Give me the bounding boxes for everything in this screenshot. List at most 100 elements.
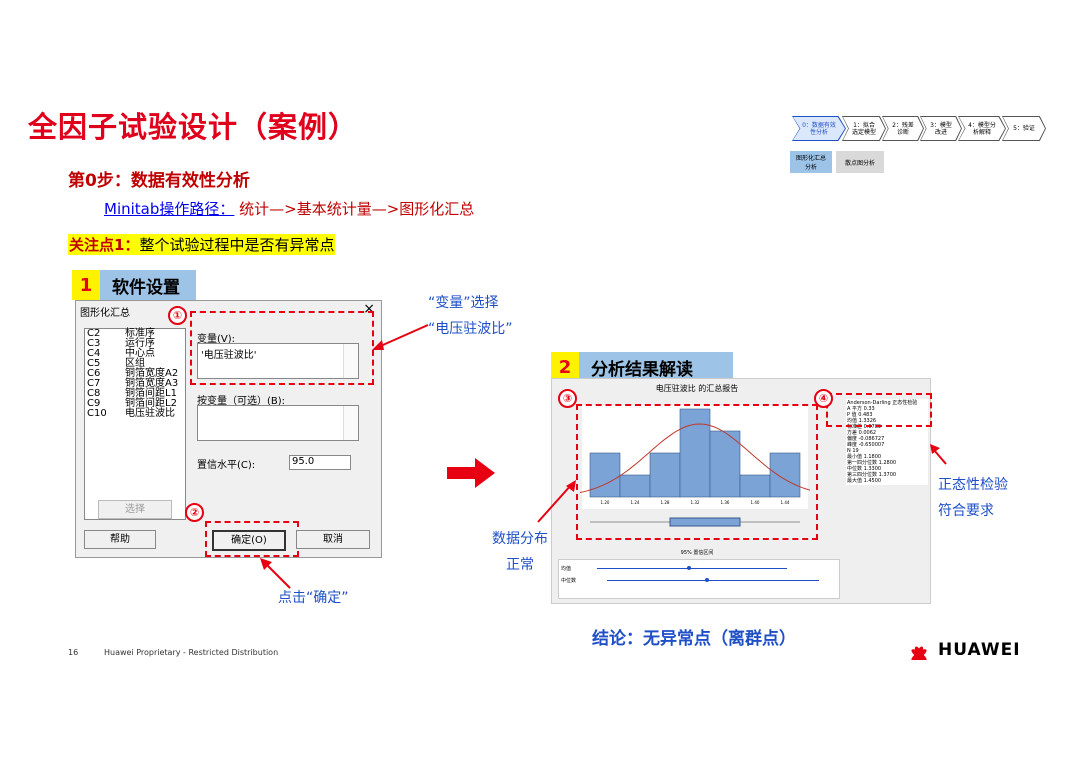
- x-tick-label: 1.36: [721, 500, 730, 505]
- stat-line: N 19: [847, 448, 859, 454]
- ci-title: 95% 置信区间: [680, 550, 714, 556]
- arrow-to-variables: [372, 324, 429, 350]
- flow-sub-step-1: 散点图分析: [836, 151, 884, 173]
- section-1-header: 1 软件设置: [72, 270, 196, 300]
- path-value: 统计—>基本统计量—>图形化汇总: [239, 200, 475, 218]
- stat-line: 峰度 -0.650007: [847, 442, 885, 448]
- right-arrow-icon: [447, 458, 495, 488]
- section-2-label: 分析结果解读: [579, 352, 733, 382]
- step-heading: 第0步：数据有效性分析: [68, 171, 250, 191]
- conclusion: 结论：无异常点（离群点）: [592, 629, 796, 649]
- x-tick-label: 1.40: [751, 500, 760, 505]
- minitab-path: Minitab操作路径： 统计—>基本统计量—>图形化汇总: [104, 198, 474, 219]
- callout-variable-name: “电压驻波比”: [428, 321, 513, 337]
- stat-line: 中位数 1.3300: [847, 466, 882, 472]
- section-1-label: 软件设置: [100, 270, 196, 300]
- variables-field[interactable]: '电压驻波比': [197, 343, 359, 379]
- flow-step-0: 0：数据有效性分析: [792, 116, 846, 141]
- process-flow: 0：数据有效性分析 1：拟合选定模型 2：残差诊断 3：模型改进 4：模型分析解…: [792, 116, 1046, 141]
- confidence-label: 置信水平(C):: [197, 460, 256, 471]
- stat-line: 第三四分位数 1.3700: [847, 472, 897, 478]
- path-label[interactable]: Minitab操作路径：: [104, 200, 235, 218]
- focus-key: 关注点1：: [69, 236, 140, 254]
- histogram-bar: [649, 452, 681, 498]
- select-button[interactable]: 选择: [98, 500, 172, 519]
- footer-text: Huawei Proprietary - Restricted Distribu…: [104, 648, 279, 657]
- section-2-number: 2: [551, 352, 579, 382]
- histogram-bar: [679, 408, 711, 498]
- arrow-to-ok: [260, 558, 291, 589]
- stat-line: 最大值 1.4500: [847, 478, 882, 484]
- x-tick-label: 1.28: [661, 500, 670, 505]
- ci-mean-label: 均值: [561, 566, 572, 572]
- x-tick-label: 1.20: [601, 500, 610, 505]
- section-1-number: 1: [72, 270, 100, 300]
- flow-step-1: 1：拟合选定模型: [842, 116, 886, 141]
- highlight-distribution: [576, 404, 818, 540]
- callout-distribution-2: 正常: [506, 557, 534, 573]
- huawei-flower-icon: [911, 646, 927, 660]
- stats-panel: Anderson-Darling 正态性检验 A 平方 0.33 P 值 0.4…: [846, 399, 928, 485]
- flow-step-4: 4：模型分析解释: [958, 116, 1006, 141]
- stat-line: 第一四分位数 1.2800: [847, 460, 897, 466]
- callout-normality-2: 符合要求: [938, 503, 994, 519]
- stat-line: 偏度 -0.086727: [847, 436, 885, 442]
- histogram-bar: [769, 452, 801, 498]
- scrollbar[interactable]: [343, 406, 358, 440]
- section-2-header: 2 分析结果解读: [551, 352, 733, 382]
- highlight-ok: [205, 521, 299, 557]
- stat-line: 均值 1.3326: [847, 418, 877, 424]
- cancel-button[interactable]: 取消: [296, 530, 370, 549]
- stat-line: 最小值 1.1800: [847, 454, 882, 460]
- stat-line: Anderson-Darling 正态性检验: [847, 400, 918, 406]
- dialog-title: 图形化汇总: [80, 308, 130, 319]
- ci-median-label: 中位数: [561, 578, 577, 584]
- stat-line: 方差 0.0062: [847, 430, 877, 436]
- help-button[interactable]: 帮助: [84, 530, 156, 549]
- focus-text: 整个试验过程中是否有异常点: [139, 236, 335, 254]
- boxplot: [590, 517, 800, 527]
- ci-mean-line: [597, 568, 787, 569]
- step-marker-3: ③: [558, 389, 577, 408]
- boxplot-box: [669, 517, 741, 527]
- variables-label: 变量(V):: [197, 334, 236, 345]
- variables-value: '电压驻波比': [201, 350, 257, 361]
- arrow-to-normality: [930, 444, 947, 465]
- ci-mean-point: [687, 566, 691, 570]
- highlight-variables: [190, 311, 374, 385]
- scrollbar[interactable]: [343, 344, 358, 378]
- step-marker-1: ①: [168, 306, 187, 325]
- report-title: 电压驻波比 的汇总报告: [655, 384, 739, 393]
- huawei-logo: HUAWEI: [904, 640, 1021, 660]
- by-variables-field[interactable]: [197, 405, 359, 441]
- callout-distribution-1: 数据分布: [492, 531, 548, 547]
- ci-panel: 均值 中位数: [558, 559, 840, 599]
- focus-point: 关注点1：整个试验过程中是否有异常点: [68, 234, 336, 255]
- x-tick-label: 1.44: [781, 500, 790, 505]
- close-icon[interactable]: ×: [363, 301, 375, 317]
- ok-button[interactable]: 确定(O): [212, 530, 286, 551]
- ci-median-line: [607, 580, 819, 581]
- highlight-normality: [826, 393, 932, 427]
- ci-median-point: [705, 578, 709, 582]
- confidence-field[interactable]: 95.0: [289, 455, 351, 470]
- histogram-bar: [709, 430, 741, 498]
- callout-click-ok: 点击“确定”: [278, 590, 349, 606]
- flow-step-3: 3：模型改进: [920, 116, 962, 141]
- flow-step-5: 5：验证: [1002, 116, 1046, 141]
- callout-normality-1: 正态性检验: [938, 477, 1008, 493]
- flow-step-2: 2：残差诊断: [882, 116, 924, 141]
